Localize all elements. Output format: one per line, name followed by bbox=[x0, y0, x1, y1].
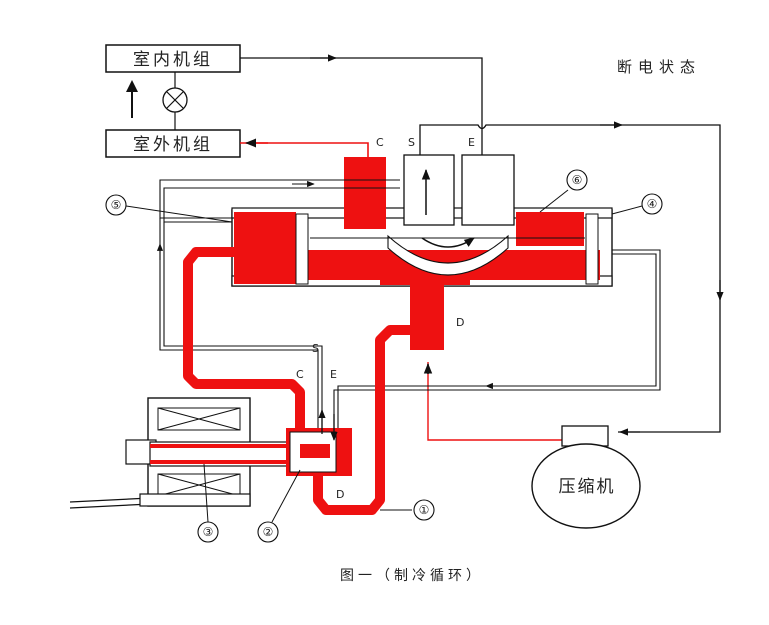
condenser-feed-pipe bbox=[240, 138, 369, 157]
port-c-pilot-label: C bbox=[296, 368, 304, 381]
indoor-unit-box: 室内机组 bbox=[105, 44, 241, 73]
high-pressure-pipes bbox=[183, 247, 410, 515]
expansion-valve-icon bbox=[162, 72, 188, 130]
discharge-pipe bbox=[427, 362, 562, 441]
port-d-main-label: D bbox=[456, 316, 464, 329]
port-d-pilot-label: D bbox=[336, 488, 344, 501]
flow-up-arrow-icon bbox=[126, 80, 138, 118]
callout-2: ② bbox=[257, 469, 301, 543]
port-s-top: S bbox=[403, 136, 455, 226]
solenoid-pilot-valve bbox=[125, 397, 352, 507]
callout-5-label: ⑤ bbox=[111, 198, 122, 212]
callout-1: ① bbox=[380, 499, 435, 521]
capillary-tubes bbox=[156, 179, 661, 440]
compressor-label: 压缩机 bbox=[559, 477, 616, 497]
main-valve-body bbox=[231, 207, 613, 350]
callout-5: ⑤ bbox=[105, 194, 233, 223]
status-label: 断电状态 bbox=[617, 58, 701, 76]
port-e-pilot-label: E bbox=[330, 368, 337, 381]
callout-6-label: ⑥ bbox=[572, 173, 583, 187]
callout-4-label: ④ bbox=[647, 197, 658, 211]
port-c-top-label: C bbox=[376, 136, 384, 149]
callout-2-label: ② bbox=[263, 525, 274, 539]
outdoor-unit-box: 室外机组 bbox=[105, 129, 241, 158]
callout-3-label: ③ bbox=[203, 525, 214, 539]
port-e-top-label: E bbox=[468, 136, 475, 149]
callout-3: ③ bbox=[197, 463, 219, 543]
compressor-body: 压缩机 bbox=[531, 425, 641, 529]
lead-wires bbox=[69, 493, 251, 509]
port-e-top: E bbox=[461, 136, 515, 226]
port-c-top: C bbox=[344, 136, 386, 229]
outdoor-unit-label: 室外机组 bbox=[133, 135, 213, 155]
callout-4: ④ bbox=[611, 193, 663, 215]
port-s-top-label: S bbox=[408, 136, 415, 149]
callout-1-label: ① bbox=[419, 503, 430, 517]
port-s-pilot-label: S bbox=[312, 342, 319, 355]
indoor-unit-label: 室内机组 bbox=[133, 50, 213, 70]
compressor-loop-pipe bbox=[419, 121, 724, 436]
callout-6: ⑥ bbox=[539, 169, 588, 213]
figure-caption: 图一（制冷循环） bbox=[340, 568, 484, 584]
